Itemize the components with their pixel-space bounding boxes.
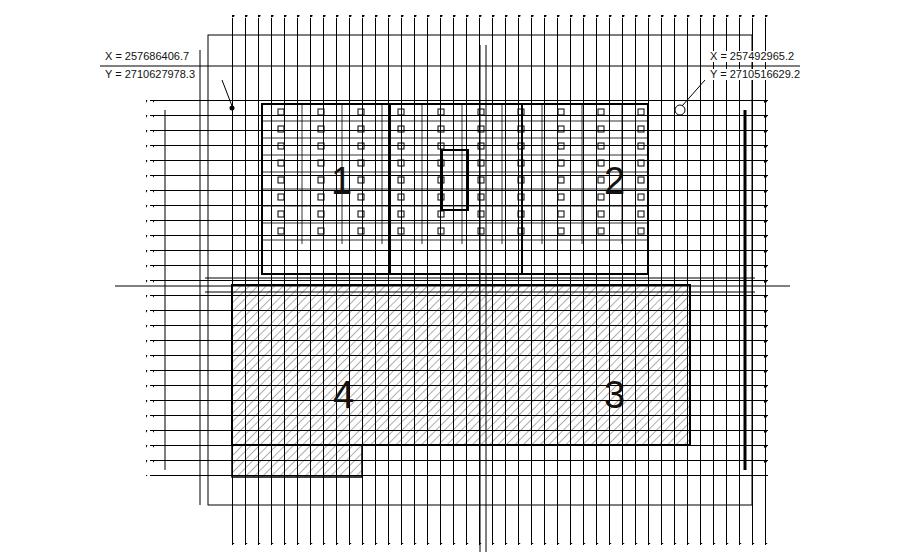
block-number: 4 [332, 376, 355, 414]
coordinate-label: Y = 2710627978.3 [104, 69, 196, 80]
coordinate-label: X = 257492965.2 [709, 51, 795, 62]
block-number: 3 [603, 376, 626, 414]
block-number: 1 [330, 162, 353, 200]
block-number: 2 [603, 162, 626, 200]
coordinate-label: X = 257686406.7 [104, 51, 190, 62]
coordinate-label: Y = 2710516629.2 [709, 69, 801, 80]
